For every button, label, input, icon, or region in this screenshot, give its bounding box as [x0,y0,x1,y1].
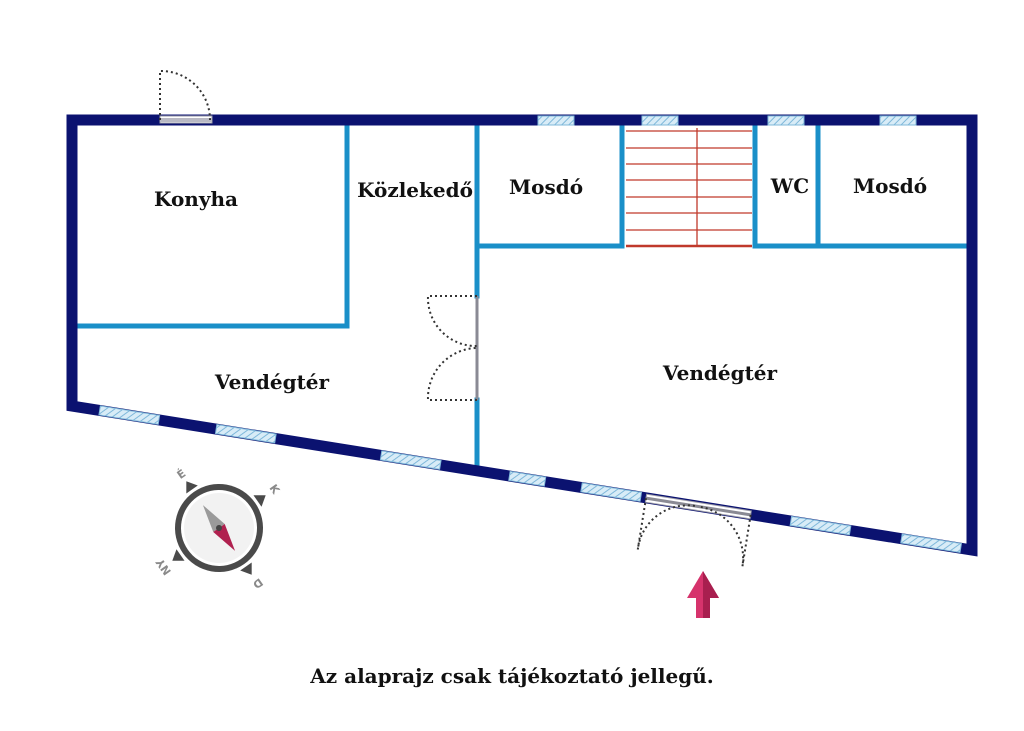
room-label-corridor: Közlekedő [357,178,473,202]
window-top-2 [641,115,679,126]
window-bottom-1 [98,405,161,425]
staircase [626,128,752,248]
guest-double-door [426,295,479,401]
window-bottom-5 [580,482,643,502]
windows [98,115,963,554]
entrance-double-door [636,493,752,567]
window-top-1 [537,115,575,126]
window-top-4 [879,115,917,126]
inner-walls [74,120,970,469]
window-top-3 [767,115,805,126]
kitchen-top-door [159,69,213,124]
doors [159,69,752,567]
room-label-washroom-right: Mosdó [853,174,927,198]
room-label-guest-area-left: Vendégtér [214,370,330,394]
window-bottom-7 [900,533,963,554]
window-bottom-2 [214,424,277,444]
entrance-arrow-icon [687,571,719,618]
compass-icon: É D K NY [153,467,283,591]
disclaimer-text: Az alaprajz csak tájékoztató jellegű. [310,664,714,688]
window-bottom-3 [379,450,442,470]
compass-north-label: É [175,467,189,482]
room-label-kitchen: Konyha [154,187,238,211]
compass-east-label: K [267,482,283,497]
room-label-guest-area-right: Vendégtér [662,361,778,385]
room-label-wc: WC [770,174,809,198]
room-label-washroom-left: Mosdó [509,175,583,199]
compass-west-label: NY [153,555,174,577]
window-bottom-6 [789,515,852,536]
compass-south-label: D [250,575,265,591]
window-bottom-4 [508,470,547,487]
